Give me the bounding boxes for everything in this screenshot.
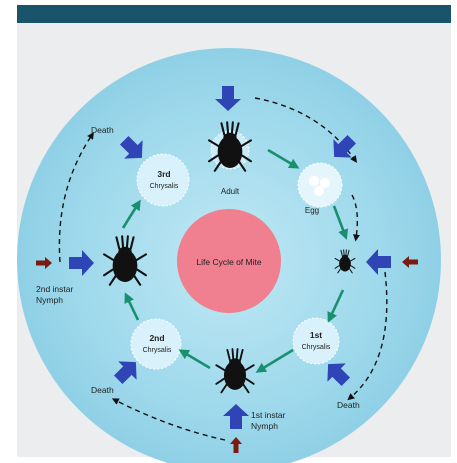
green-arrow-second-chrysalis-to-second-nymph — [124, 292, 140, 321]
second-chrysalis-circle — [130, 318, 182, 370]
third-chrysalis-label: Chrysalis — [150, 183, 179, 190]
header-bar — [17, 5, 451, 23]
first-chrysalis-label: Chrysalis — [302, 344, 331, 351]
egg-circle — [297, 162, 343, 208]
center-label: Life Cycle of Mite — [196, 257, 261, 267]
death-label-bottomleft: Death — [91, 385, 114, 395]
first-chrysalis-number: 1st — [310, 330, 322, 340]
dashed-arrow-to-death-topleft — [58, 132, 94, 263]
dashed-arrow-egg-to-larva — [351, 194, 360, 242]
green-arrow-egg-to-larva — [332, 205, 349, 240]
death-label-bottomright: Death — [337, 400, 360, 410]
death-label-topleft: Death — [91, 125, 114, 135]
second-chrysalis-number: 2nd — [149, 333, 164, 343]
dashed-arrow-to-death-bottomleft — [111, 398, 226, 441]
first-chrysalis-circle — [292, 317, 340, 365]
egg-icon — [309, 176, 330, 196]
second-chrysalis-label: Chrysalis — [143, 347, 172, 354]
egg-label: Egg — [305, 206, 319, 215]
green-arrow-second-nymph-to-third-chrysalis — [121, 199, 141, 229]
third-chrysalis-circle — [136, 153, 190, 207]
third-chrysalis-number: 3rd — [157, 169, 170, 179]
green-arrow-first-chrysalis-to-first-nymph — [255, 348, 294, 373]
adult-label: Adult — [221, 187, 240, 196]
dashed-arrow-to-death-bottomright — [347, 271, 388, 401]
green-arrow-first-nymph-to-second-chrysalis — [178, 349, 211, 370]
first-nymph-label-line2: Nymph — [251, 421, 278, 431]
center-circle — [177, 209, 281, 313]
first-nymph-label-line1: 1st instar — [251, 410, 286, 420]
green-arrow-larva-to-first-chrysalis — [327, 289, 345, 323]
green-arrow-adult-to-egg — [267, 148, 300, 169]
second-nymph-label-line2: Nymph — [36, 295, 63, 305]
second-nymph-label-line1: 2nd instar — [36, 284, 73, 294]
